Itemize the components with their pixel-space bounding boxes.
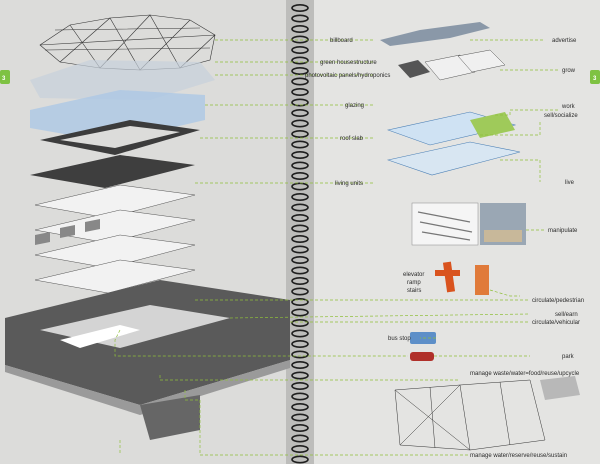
label-sell-socialize: sell/socialize xyxy=(544,113,578,119)
label-billboard: billboard xyxy=(330,38,353,44)
label-elevator: elevator xyxy=(403,272,424,278)
spiral-ring xyxy=(291,161,309,170)
waste-image xyxy=(540,376,580,400)
spiral-ring xyxy=(291,224,309,233)
label-work: work xyxy=(561,104,576,110)
spiral-ring xyxy=(291,130,309,139)
spiral-ring xyxy=(291,203,309,212)
spiral-ring xyxy=(291,329,309,338)
spiral-ring xyxy=(291,255,309,264)
water-sustain-wireframe xyxy=(394,379,546,451)
label-park: park xyxy=(562,354,575,360)
spiral-binding xyxy=(291,4,309,464)
spiral-ring xyxy=(291,381,309,390)
label-glazing: glazing xyxy=(345,103,364,109)
spiral-ring xyxy=(291,14,309,23)
label-grow: grow xyxy=(562,68,576,74)
spiral-ring xyxy=(291,423,309,432)
label-manipulate: manipulate xyxy=(548,228,578,234)
spiral-ring xyxy=(291,276,309,285)
label-ramp: ramp xyxy=(407,280,421,286)
spiral-ring xyxy=(291,214,309,223)
spiral-ring xyxy=(291,266,309,275)
spiral-ring xyxy=(291,151,309,160)
living-unit-floors xyxy=(30,155,196,294)
spiral-ring xyxy=(291,56,309,65)
spiral-ring xyxy=(291,371,309,380)
spiral-ring xyxy=(291,119,309,128)
spiral-ring xyxy=(291,392,309,401)
spiral-ring xyxy=(291,287,309,296)
left-page-tab xyxy=(0,70,10,84)
manipulate-photos xyxy=(411,202,526,246)
label-manage-water: manage water/reserve/reuse/sustain xyxy=(470,453,567,459)
spiral-ring xyxy=(291,413,309,422)
right-page-tab xyxy=(590,70,600,84)
spiral-ring xyxy=(291,318,309,327)
spiral-ring xyxy=(291,45,309,54)
spiral-ring xyxy=(291,434,309,443)
spiral-ring xyxy=(291,297,309,306)
spiral-ring xyxy=(291,402,309,411)
roof-slab-void xyxy=(60,126,180,148)
label-photovoltaic-panels: photovoltaic panels/hydroponics xyxy=(305,73,390,79)
live-level xyxy=(386,141,521,176)
right-tab-number: 3 xyxy=(593,76,597,82)
spiral-ring xyxy=(291,444,309,453)
label-live: live xyxy=(565,180,575,186)
label-living-units: living units xyxy=(335,181,363,187)
spiral-ring xyxy=(291,67,309,76)
circulation-elements xyxy=(435,261,489,295)
work-socialize-level xyxy=(386,111,517,146)
spiral-ring xyxy=(291,172,309,181)
label-bus-stop: bus stop xyxy=(388,336,411,342)
spiral-ring xyxy=(291,88,309,97)
greenhouse-structure xyxy=(30,60,215,100)
spiral-ring xyxy=(291,308,309,317)
spiral-ring xyxy=(291,235,309,244)
spiral-ring xyxy=(291,98,309,107)
spiral-ring xyxy=(291,109,309,118)
spiral-ring xyxy=(291,35,309,44)
grow-modules xyxy=(398,49,506,81)
spiral-ring xyxy=(291,455,309,464)
spiral-ring xyxy=(291,4,309,13)
spiral-ring xyxy=(291,339,309,348)
left-tab-number: 3 xyxy=(2,76,6,82)
label-stairs: stairs xyxy=(407,288,421,294)
label-manage-waste: manage waste/water=food/reuse/upcycle xyxy=(470,371,580,377)
label-circulate-pedestrian: circulate/pedestrian xyxy=(532,298,584,304)
spiral-ring xyxy=(291,24,309,33)
label-green-housestructure: green housestructure xyxy=(320,60,377,66)
spiral-ring xyxy=(291,140,309,149)
ground-ramp xyxy=(140,395,200,440)
label-circulate-vehicular: circulate/vehicular xyxy=(532,320,580,326)
spiral-ring xyxy=(291,360,309,369)
billboard-panel xyxy=(380,22,490,46)
leader-lines xyxy=(114,39,560,456)
label-advertise: advertise xyxy=(552,38,577,44)
spiral-ring xyxy=(291,245,309,254)
car-image xyxy=(410,352,434,361)
label-sell-earn: sell/earn xyxy=(555,312,578,318)
spiral-ring xyxy=(291,350,309,359)
spiral-ring xyxy=(291,77,309,86)
ground-plan xyxy=(5,280,290,405)
label-roof-slab: roof slab xyxy=(340,136,364,142)
spiral-ring xyxy=(291,193,309,202)
